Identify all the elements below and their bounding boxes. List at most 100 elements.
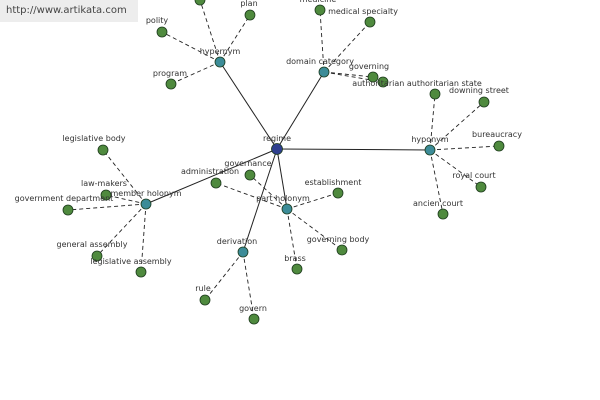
node-bureaucracy[interactable]: bureaucracy: [472, 130, 522, 152]
node-establishment-dot[interactable]: [332, 187, 344, 199]
node-law-makers-label: law-makers: [81, 179, 127, 188]
node-hypernym-dot[interactable]: [214, 56, 226, 68]
node-hypernym-hidden-a[interactable]: [194, 0, 206, 6]
node-member-holonym-label: member holonym: [110, 189, 181, 198]
node-plan[interactable]: plan: [240, 0, 258, 21]
edge-member-holonym-general-assembly: [96, 203, 147, 257]
node-member-holonym-dot[interactable]: [140, 198, 152, 210]
node-part-holonym[interactable]: part holonym: [256, 194, 310, 215]
node-rule-dot[interactable]: [199, 294, 211, 306]
node-derivation-label: derivation: [217, 237, 257, 246]
edge-domain-category-medical-specialty: [323, 21, 371, 73]
edge-regime-hyponym: [276, 148, 431, 151]
node-administration-dot[interactable]: [210, 177, 222, 189]
edge-hyponym-hyponym-hidden-a: [429, 93, 436, 151]
node-derivation[interactable]: derivation: [217, 237, 257, 258]
edge-hypernym-hypernym-hidden-a: [199, 0, 221, 63]
node-brass[interactable]: brass: [284, 254, 306, 275]
node-domain-category-label: domain category: [286, 57, 354, 66]
node-authoritarian-state[interactable]: authoritarian authoritarian state: [352, 76, 482, 88]
node-hypernym-hidden-a-dot[interactable]: [194, 0, 206, 6]
node-domain-category[interactable]: domain category: [286, 57, 354, 78]
edge-derivation-rule: [204, 251, 244, 301]
node-govern-dot[interactable]: [248, 313, 260, 325]
edge-hyponym-ancien-court: [429, 149, 444, 215]
node-government-department-label: government department: [15, 194, 114, 203]
edge-part-holonym-establishment: [286, 192, 339, 210]
node-governing-dot[interactable]: [367, 71, 379, 83]
node-downing-street-label: downing street: [449, 86, 509, 95]
node-establishment-label: establishment: [305, 178, 362, 187]
node-govern[interactable]: govern: [239, 304, 267, 325]
node-royal-court[interactable]: royal court: [452, 171, 496, 193]
node-government-department[interactable]: government department: [15, 194, 114, 216]
edge-regime-hypernym: [219, 61, 278, 150]
edge-member-holonym-legislative-body: [102, 149, 147, 205]
node-general-assembly-dot[interactable]: [91, 250, 103, 262]
edge-regime-member-holonym: [145, 148, 278, 205]
node-hyponym-hidden-a-dot[interactable]: [429, 88, 441, 100]
edge-member-holonym-government-department: [67, 203, 147, 211]
node-establishment[interactable]: establishment: [305, 178, 362, 199]
node-brass-label: brass: [284, 254, 306, 263]
node-royal-court-label: royal court: [452, 171, 495, 180]
node-general-assembly[interactable]: general assembly: [57, 240, 128, 262]
graph-edges: [67, 0, 500, 320]
edge-hyponym-downing-street: [429, 101, 485, 151]
node-rule[interactable]: rule: [195, 284, 211, 306]
node-law-makers-dot[interactable]: [100, 189, 112, 201]
edge-part-holonym-governance: [249, 174, 288, 210]
node-downing-street[interactable]: downing street: [449, 86, 509, 108]
node-royal-court-dot[interactable]: [475, 181, 487, 193]
node-authoritarian-state-label: authoritarian authoritarian state: [352, 79, 482, 88]
node-hyponym[interactable]: hyponym: [411, 135, 449, 156]
watermark-url[interactable]: http://www.artikata.com: [0, 0, 138, 22]
edge-regime-part-holonym: [276, 148, 288, 210]
node-medicine-dot[interactable]: [314, 4, 326, 16]
node-governing-body-dot[interactable]: [336, 244, 348, 256]
node-plan-dot[interactable]: [244, 9, 256, 21]
node-program[interactable]: program: [153, 69, 187, 90]
node-law-makers[interactable]: law-makers: [81, 179, 127, 201]
node-hypernym[interactable]: hypernym: [200, 47, 241, 68]
node-brass-dot[interactable]: [291, 263, 303, 275]
node-derivation-dot[interactable]: [237, 246, 249, 258]
node-legislative-body[interactable]: legislative body: [62, 134, 126, 156]
node-medicine-label: medicine: [300, 0, 337, 4]
node-medicine[interactable]: medicine: [300, 0, 337, 16]
node-government-department-dot[interactable]: [62, 204, 74, 216]
node-polity[interactable]: polity: [146, 16, 169, 38]
node-legislative-assembly[interactable]: legislative assembly: [90, 257, 172, 278]
node-administration[interactable]: administration: [181, 167, 239, 189]
node-authoritarian-state-dot[interactable]: [377, 76, 389, 88]
node-legislative-body-dot[interactable]: [97, 144, 109, 156]
graph-nodes: polity plan program medicine medical special…: [15, 0, 522, 325]
node-member-holonym[interactable]: member holonym: [110, 189, 182, 210]
node-regime[interactable]: regime: [263, 134, 291, 155]
node-polity-dot[interactable]: [156, 26, 168, 38]
node-ancien-court[interactable]: ancien court: [413, 199, 463, 220]
node-legislative-assembly-dot[interactable]: [135, 266, 147, 278]
node-governance-dot[interactable]: [244, 169, 256, 181]
node-medical-specialty-dot[interactable]: [364, 16, 376, 28]
node-governance[interactable]: governance: [224, 159, 272, 181]
node-medical-specialty[interactable]: medical specialty: [328, 7, 398, 28]
edge-hypernym-plan: [219, 14, 251, 63]
edge-domain-category-governing: [323, 71, 374, 78]
node-regime-dot[interactable]: [271, 143, 283, 155]
node-domain-category-dot[interactable]: [318, 66, 330, 78]
node-governing[interactable]: governing: [349, 62, 389, 83]
node-ancien-court-dot[interactable]: [437, 208, 449, 220]
node-program-dot[interactable]: [165, 78, 177, 90]
node-hyponym-dot[interactable]: [424, 144, 436, 156]
node-medical-specialty-label: medical specialty: [328, 7, 398, 16]
node-bureaucracy-dot[interactable]: [493, 140, 505, 152]
node-downing-street-dot[interactable]: [478, 96, 490, 108]
node-part-holonym-dot[interactable]: [281, 203, 293, 215]
edge-member-holonym-legislative-assembly: [140, 203, 147, 273]
node-govern-label: govern: [239, 304, 267, 313]
node-general-assembly-label: general assembly: [57, 240, 128, 249]
node-hyponym-hidden-a[interactable]: [429, 88, 441, 100]
node-governing-body[interactable]: governing body: [307, 235, 370, 256]
